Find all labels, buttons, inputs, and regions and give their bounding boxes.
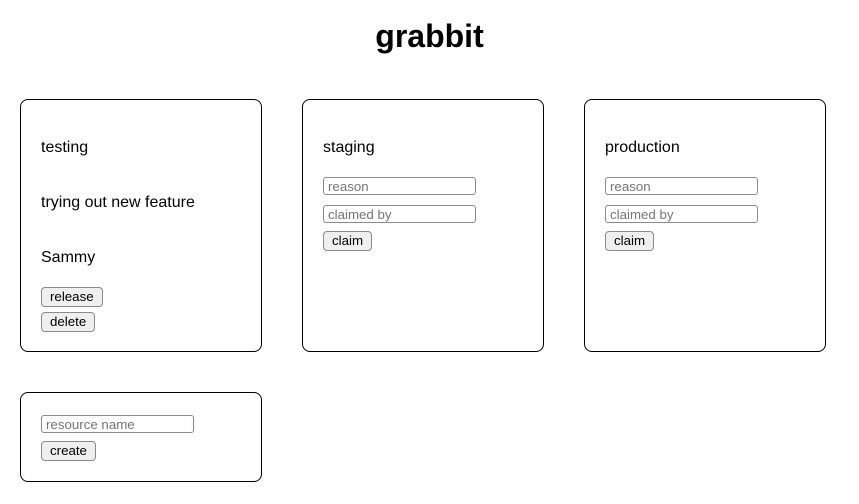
resource-card-production: production claim (584, 99, 826, 352)
resource-name-input[interactable] (41, 415, 194, 433)
release-button[interactable]: release (41, 287, 103, 307)
resource-card-testing: testing trying out new feature Sammy rel… (20, 99, 262, 352)
delete-button[interactable]: delete (41, 312, 96, 332)
resource-card-staging: staging claim (302, 99, 544, 352)
resource-card-grid: testing trying out new feature Sammy rel… (0, 79, 859, 502)
claimed-by-input[interactable] (605, 205, 758, 223)
app-title: grabbit (375, 18, 484, 54)
reason-input[interactable] (323, 177, 476, 195)
resource-name: testing (41, 139, 89, 156)
reason-input[interactable] (605, 177, 758, 195)
claimed-by: Sammy (41, 249, 96, 266)
create-button[interactable]: create (41, 441, 96, 461)
resource-name: production (605, 139, 680, 156)
claim-button[interactable]: claim (323, 231, 373, 251)
resource-name: staging (323, 139, 375, 156)
create-resource-card: create (20, 392, 262, 482)
claim-reason: trying out new feature (41, 194, 195, 211)
claimed-by-input[interactable] (323, 205, 476, 223)
claim-button[interactable]: claim (605, 231, 655, 251)
